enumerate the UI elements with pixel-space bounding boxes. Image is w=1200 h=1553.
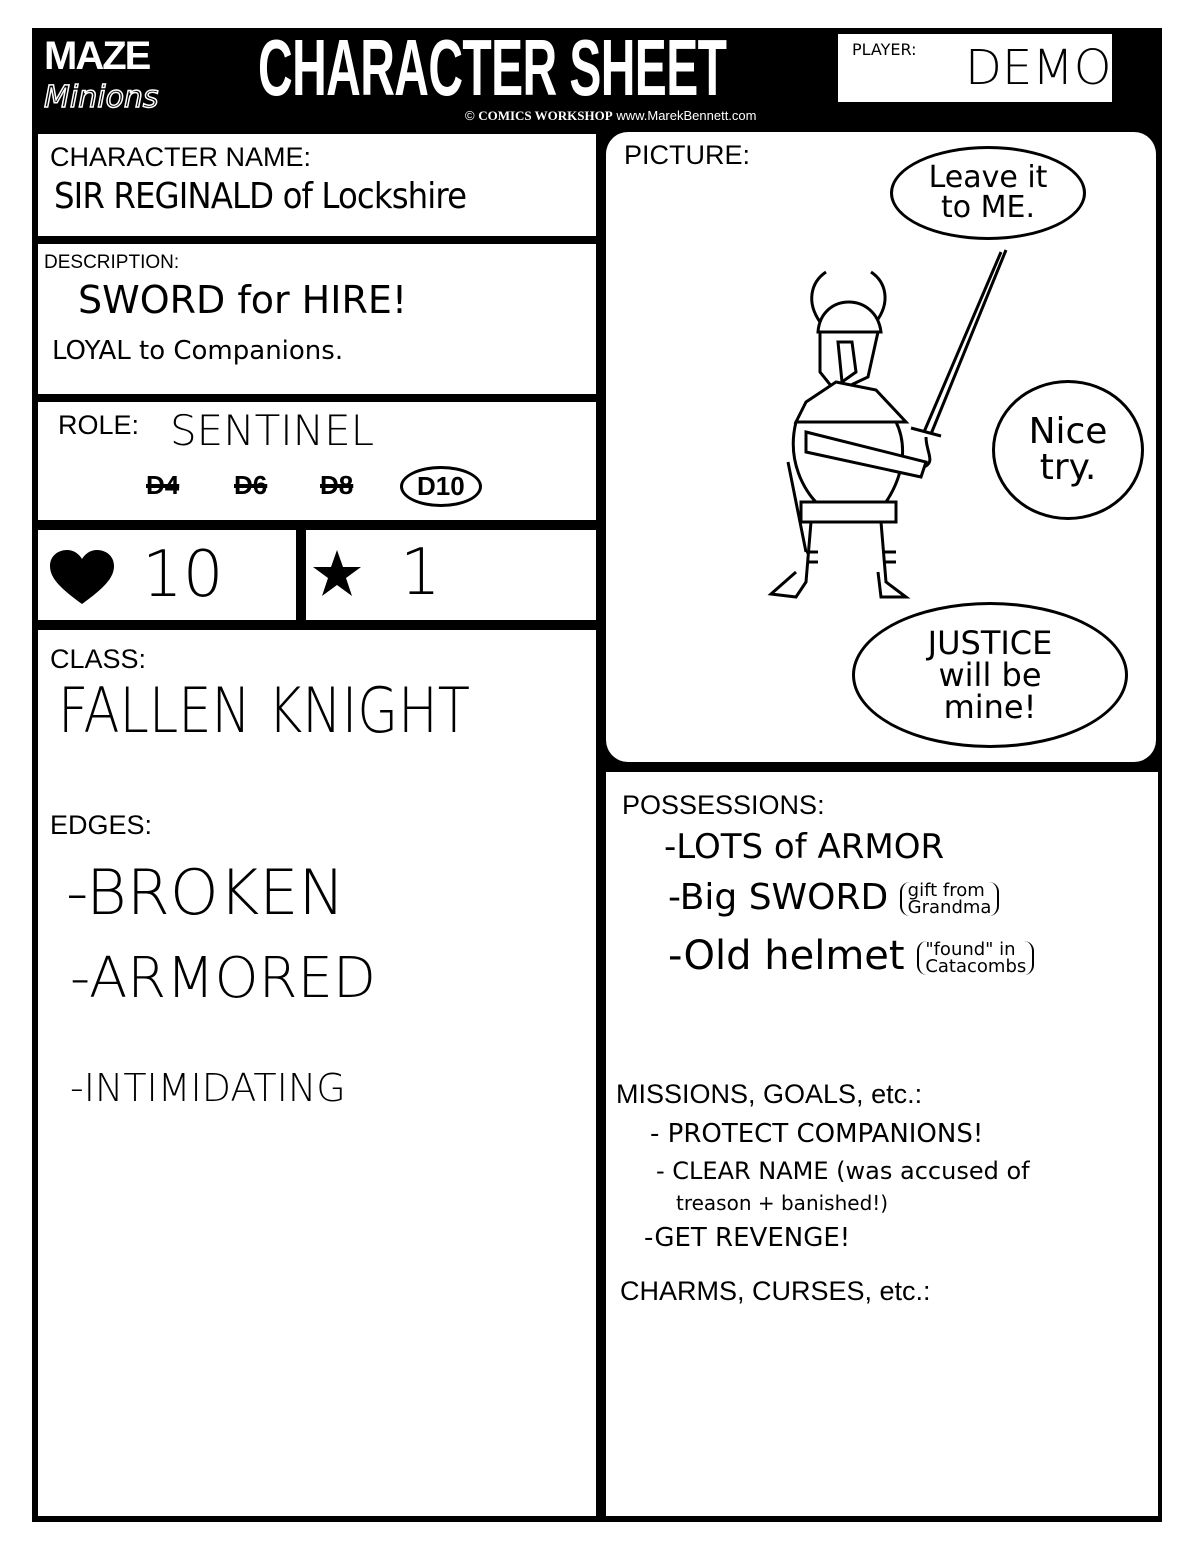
player-label: PLAYER: (852, 40, 917, 59)
mission-item[interactable]: - CLEAR NAME (was accused of (656, 1157, 1030, 1185)
description-label: DESCRIPTION: (44, 252, 180, 273)
bubble-1-line2: to ME. (940, 190, 1036, 225)
role-label: ROLE: (58, 410, 140, 440)
class-label: CLASS: (50, 644, 147, 674)
bubble-1-line1: Leave it (928, 160, 1048, 195)
die-d4[interactable]: D4 (146, 470, 180, 500)
page-title: CHARACTER SHEET (258, 23, 727, 112)
edge-item[interactable]: -BROKEN (66, 856, 345, 929)
note-line2: Grandma (907, 897, 992, 918)
edge-item[interactable]: -INTIMIDATING (70, 1066, 346, 1110)
charms-label: CHARMS, CURSES, etc.: (620, 1276, 931, 1306)
mission-item[interactable]: treason + banished!) (676, 1191, 889, 1215)
bubble-2-line1: Nice (1028, 411, 1108, 452)
edge-item[interactable]: -ARMORED (70, 946, 377, 1011)
credit-url[interactable]: www.MarekBennett.com (616, 108, 757, 123)
role-field[interactable]: ROLE: SENTINEL D4 D6 D8 D10 (38, 402, 596, 520)
player-value[interactable]: DEMO (965, 40, 1112, 96)
stars-field[interactable]: 1 (306, 530, 596, 620)
description-line2[interactable]: LOYAL to Companions. (52, 336, 344, 366)
possessions-label: POSSESSIONS: (622, 790, 825, 820)
logo-line1: MAZE (44, 34, 151, 78)
heart-icon (50, 550, 114, 604)
credit: © COMICS WORKSHOP www.MarekBennett.com (465, 108, 756, 124)
picture-label: PICTURE: (624, 140, 751, 170)
maze-minions-logo: MAZE Minions (43, 34, 244, 124)
speech-bubble-3: JUSTICE will be mine! (852, 602, 1128, 748)
copyright-symbol: © (465, 108, 475, 123)
credit-org: COMICS WORKSHOP (478, 108, 613, 123)
character-name-label: CHARACTER NAME: (50, 142, 312, 172)
logo-line2: Minions (43, 79, 159, 116)
bubble-3-line1: JUSTICE (927, 624, 1053, 662)
speech-bubble-1: Leave it to ME. (890, 146, 1086, 240)
description-line1[interactable]: SWORD for HIRE! (78, 278, 408, 322)
note-line2: Catacombs (925, 956, 1027, 977)
player-field[interactable] (838, 34, 1112, 102)
mission-item[interactable]: -GET REVENGE! (644, 1223, 851, 1253)
die-d8[interactable]: D8 (320, 470, 354, 500)
knight-drawing (767, 249, 1008, 599)
character-name-value[interactable]: SIR REGINALD of Lockshire (54, 176, 467, 217)
missions-label: MISSIONS, GOALS, etc.: (616, 1079, 923, 1109)
class-value[interactable]: FALLEN KNIGHT (58, 674, 470, 747)
health-field[interactable]: 10 (38, 530, 296, 620)
star-icon (313, 550, 361, 596)
character-name-field[interactable]: CHARACTER NAME: SIR REGINALD of Lockshir… (38, 134, 596, 236)
possession-item[interactable]: -LOTS of ARMOR (664, 826, 944, 868)
note-line1: gift from (907, 880, 985, 901)
possession-main: -Big SWORD (668, 877, 889, 918)
edges-label: EDGES: (50, 810, 153, 840)
description-field[interactable]: DESCRIPTION: SWORD for HIRE! LOYAL to Co… (38, 244, 596, 394)
possession-main: -LOTS of ARMOR (664, 827, 945, 867)
die-d10[interactable]: D10 (400, 466, 482, 507)
class-edges-field[interactable]: CLASS: FALLEN KNIGHT EDGES: -BROKEN -ARM… (38, 630, 596, 1516)
health-value[interactable]: 10 (142, 538, 224, 612)
right-lower-panel[interactable]: POSSESSIONS: -LOTS of ARMOR -Big SWORD g… (606, 772, 1158, 1516)
picture-panel[interactable]: PICTURE: Leave it to ME. Nice try. JUSTI… (606, 132, 1156, 762)
bubble-2-line2: try. (1039, 447, 1097, 488)
speech-bubble-2: Nice try. (992, 380, 1144, 520)
mission-item[interactable]: - PROTECT COMPANIONS! (650, 1119, 984, 1149)
possession-main: -Old helmet (668, 933, 905, 979)
die-d6[interactable]: D6 (234, 470, 268, 500)
bubble-3-line2: will be (938, 656, 1042, 694)
stars-value[interactable]: 1 (400, 536, 441, 610)
note-line1: "found" in (925, 939, 1016, 960)
role-value[interactable]: SENTINEL (170, 406, 375, 455)
bubble-3-line3: mine! (943, 688, 1037, 726)
